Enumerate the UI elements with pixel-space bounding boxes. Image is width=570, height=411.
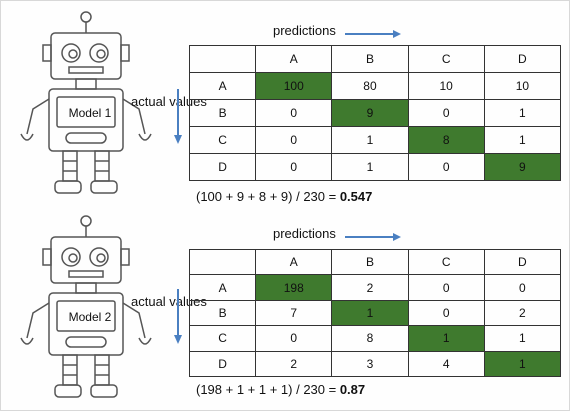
- robot-2-label: Model 2: [68, 310, 112, 324]
- actual-values-label-1: actual values: [131, 94, 207, 109]
- matrix-cell: 80: [331, 72, 409, 100]
- matrix-cell: 10: [407, 72, 485, 100]
- matrix-cell: 4: [407, 350, 485, 378]
- column-header: C: [407, 248, 485, 276]
- diagonal-cell: 1: [407, 325, 485, 352]
- matrix-cell: 1: [483, 99, 562, 127]
- robot-2-icon: [20, 215, 152, 398]
- column-header: D: [483, 248, 562, 276]
- matrix-cell: 3: [331, 350, 409, 378]
- diagonal-cell: 9: [483, 153, 562, 181]
- row-header: C: [188, 126, 257, 154]
- column-header: B: [331, 45, 409, 73]
- row-header: C: [188, 325, 257, 352]
- row-header: A: [188, 274, 257, 301]
- diagonal-cell: 100: [255, 72, 333, 100]
- matrix-cell: 0: [255, 325, 333, 352]
- diagonal-cell: 8: [407, 126, 485, 154]
- matrix-cell: 0: [407, 99, 485, 127]
- row-header: A: [188, 72, 257, 100]
- column-header: D: [483, 45, 562, 73]
- robot-illustration-2: Model 2: [11, 213, 161, 403]
- row-header: D: [188, 153, 257, 181]
- row-header: B: [188, 299, 257, 327]
- predictions-label-1: predictions: [273, 23, 336, 38]
- matrix-cell: 0: [255, 99, 333, 127]
- column-header: C: [407, 45, 485, 73]
- matrix-cell: 10: [483, 72, 562, 100]
- right-arrow-icon: [345, 233, 401, 241]
- matrix-cell: 1: [483, 325, 562, 352]
- down-arrow-icon: [174, 289, 182, 344]
- down-arrow-icon: [174, 89, 182, 144]
- matrix-cell: 2: [331, 274, 409, 301]
- robot-illustration-1: Model 1: [11, 9, 161, 199]
- diagonal-cell: 1: [331, 299, 409, 327]
- matrix-cell: 1: [331, 126, 409, 154]
- matrix-cell: 2: [255, 350, 333, 378]
- matrix-cell: 1: [483, 126, 562, 154]
- formula-text: (100 + 9 + 8 + 9) / 230 =: [196, 189, 340, 204]
- diagonal-cell: 1: [483, 350, 562, 378]
- matrix-cell: 0: [255, 126, 333, 154]
- diagonal-cell: 9: [331, 99, 409, 127]
- matrix-cell: 0: [407, 274, 485, 301]
- row-header: B: [188, 99, 257, 127]
- accuracy-result: 0.87: [339, 382, 366, 397]
- column-header: B: [331, 248, 409, 276]
- corner-cell: [188, 45, 257, 73]
- matrix-cell: 0: [483, 274, 562, 301]
- matrix-cell: 8: [331, 325, 409, 352]
- accuracy-formula-1: (100 + 9 + 8 + 9) / 230 = 0.547: [196, 189, 372, 204]
- matrix-cell: 0: [407, 299, 485, 327]
- predictions-label-2: predictions: [273, 226, 336, 241]
- column-header: A: [255, 45, 333, 73]
- row-header: D: [188, 350, 257, 378]
- robot-1-label: Model 1: [68, 106, 112, 120]
- right-arrow-icon: [345, 30, 401, 38]
- matrix-cell: 1: [331, 153, 409, 181]
- accuracy-formula-2: (198 + 1 + 1 + 1) / 230 = 0.87: [196, 382, 365, 397]
- matrix-cell: 2: [483, 299, 562, 327]
- actual-values-label-2: actual values: [131, 294, 207, 309]
- diagonal-cell: 198: [255, 274, 333, 301]
- matrix-cell: 7: [255, 299, 333, 327]
- formula-text: (198 + 1 + 1 + 1) / 230 =: [196, 382, 340, 397]
- robot-1-icon: [20, 11, 152, 194]
- column-header: A: [255, 248, 333, 276]
- corner-cell: [188, 248, 257, 276]
- accuracy-result: 0.547: [339, 189, 373, 204]
- matrix-cell: 0: [407, 153, 485, 181]
- matrix-cell: 0: [255, 153, 333, 181]
